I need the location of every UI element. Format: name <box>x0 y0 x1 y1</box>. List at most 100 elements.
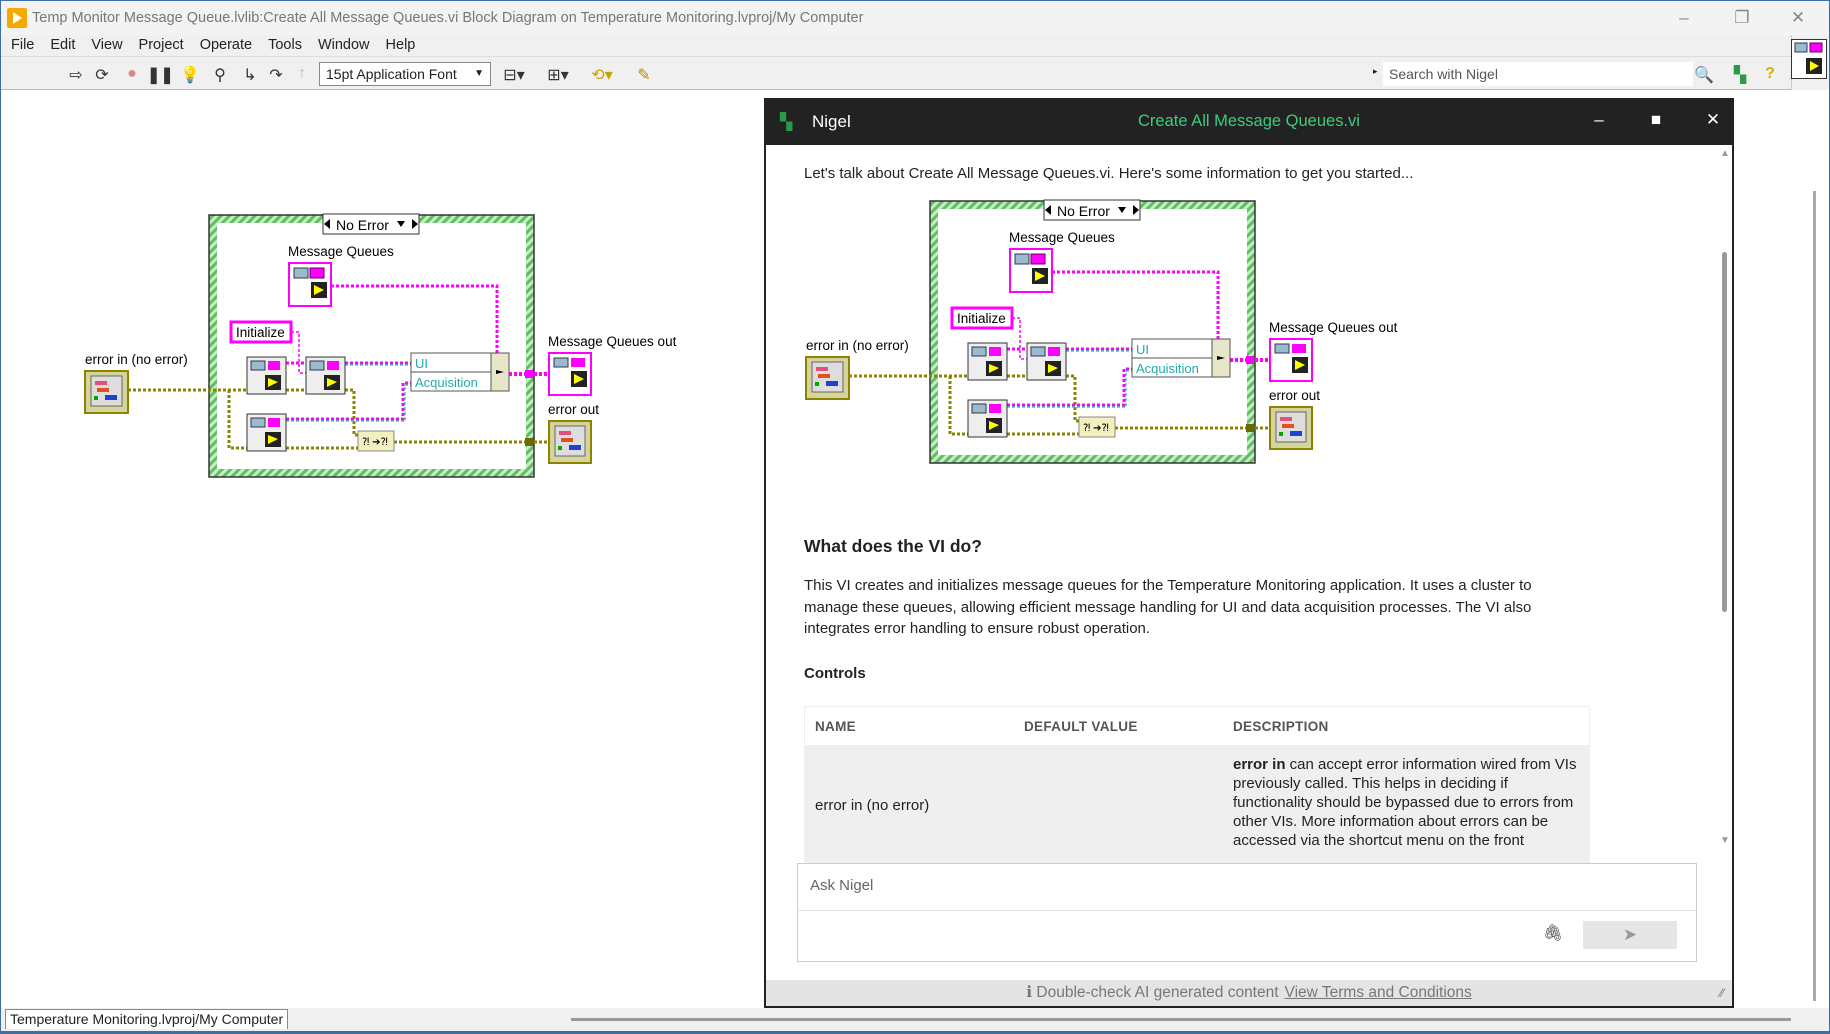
control-description-text: can accept error information wired from … <box>1233 756 1577 849</box>
bundle-acquisition-label: Acquisition <box>415 375 478 390</box>
run-icon[interactable]: ⇨ <box>69 67 83 84</box>
table-row: error in (no error) error in can accept … <box>805 745 1589 865</box>
vertical-scrollbar[interactable] <box>1813 191 1816 1001</box>
abort-icon[interactable]: ● <box>127 65 137 82</box>
clean-up-diagram-icon[interactable]: ✎ <box>637 67 651 84</box>
obtain-queue-node-ui[interactable] <box>967 342 1008 381</box>
highlight-execution-icon[interactable]: 💡 <box>180 67 200 84</box>
scroll-down-icon[interactable]: ▼ <box>1720 835 1730 846</box>
menu-operate[interactable]: Operate <box>199 37 253 53</box>
column-header-default: DEFAULT VALUE <box>1024 718 1138 734</box>
menu-help[interactable]: Help <box>385 37 416 53</box>
attach-icon[interactable]: 🖇 <box>1543 925 1564 942</box>
toolbar: ⇨ ⟳ ● ❚❚ 💡 ⚲ ↳ ↷ ↑ 15pt Application Font… <box>1 56 1791 90</box>
menu-bar: File Edit View Project Operate Tools Win… <box>1 35 1791 56</box>
error-in-control[interactable] <box>805 356 850 400</box>
nigel-icon[interactable]: ▚ <box>1733 67 1747 84</box>
search-input[interactable]: Search with Nigel <box>1383 62 1693 86</box>
merge-errors-node[interactable]: ⁈ ➔⁈ <box>357 430 395 452</box>
menu-project[interactable]: Project <box>138 37 184 53</box>
nigel-close-button[interactable]: ✕ <box>1705 110 1721 129</box>
labview-app-icon <box>7 8 27 28</box>
menu-edit[interactable]: Edit <box>50 37 76 53</box>
obtain-queue-node-ui[interactable] <box>246 356 287 395</box>
section-heading: What does the VI do? <box>804 536 982 556</box>
horizontal-scrollbar[interactable] <box>571 1018 1791 1021</box>
run-continuously-icon[interactable]: ⟳ <box>95 67 109 84</box>
menu-view[interactable]: View <box>91 37 123 53</box>
initialize-constant[interactable]: Initialize <box>950 306 1014 330</box>
project-context[interactable]: Temperature Monitoring.lvproj/My Compute… <box>5 1009 289 1029</box>
nigel-name: Nigel <box>812 112 851 131</box>
window-title: Temp Monitor Message Queue.lvlib:Create … <box>32 10 864 26</box>
reorder-icon[interactable]: ⟲▾ <box>591 67 613 84</box>
nigel-scrollbar[interactable]: ▲ ▼ <box>1717 145 1731 953</box>
merge-errors-glyph: ⁈ ➔⁈ <box>362 437 388 448</box>
scroll-up-icon[interactable]: ▲ <box>1720 148 1730 159</box>
nigel-maximize-button[interactable]: ■ <box>1650 110 1662 129</box>
obtain-queue-node-acquisition[interactable] <box>246 413 287 452</box>
info-icon: ℹ <box>1026 984 1037 1001</box>
menu-file[interactable]: File <box>11 37 35 53</box>
obtain-queue-node-acquisition[interactable] <box>967 399 1008 438</box>
initialize-constant[interactable]: Initialize <box>229 320 293 344</box>
pause-icon[interactable]: ❚❚ <box>147 67 174 84</box>
case-structure[interactable] <box>929 200 1256 464</box>
search-expand-icon[interactable]: ▸ <box>1373 66 1378 76</box>
error-out-indicator[interactable] <box>1269 406 1313 450</box>
search-icon[interactable]: 🔍 <box>1694 67 1714 84</box>
close-button[interactable]: ✕ <box>1790 8 1806 27</box>
nigel-conversation[interactable]: Let's talk about Create All Message Queu… <box>766 145 1716 953</box>
scroll-thumb[interactable] <box>1722 252 1727 612</box>
retain-wire-values-icon[interactable]: ⚲ <box>214 67 226 84</box>
font-select[interactable]: 15pt Application Font▼ <box>319 62 491 86</box>
nigel-minimize-button[interactable]: – <box>1594 110 1604 129</box>
column-header-description: DESCRIPTION <box>1233 718 1329 734</box>
block-diagram: No Error Message Queues Initialize error… <box>84 213 677 478</box>
message-queues-out-label: Message Queues out <box>1269 320 1398 335</box>
tunnel <box>525 370 533 378</box>
step-into-icon[interactable]: ↳ <box>243 67 257 84</box>
error-out-indicator[interactable] <box>548 420 592 464</box>
nigel-vi-title: Create All Message Queues.vi <box>1138 112 1360 130</box>
enqueue-node[interactable] <box>1026 342 1067 381</box>
merge-errors-node[interactable]: ⁈ ➔⁈ <box>1078 416 1116 438</box>
message-queues-out-label: Message Queues out <box>548 334 677 349</box>
menu-tools[interactable]: Tools <box>268 37 302 53</box>
message-queues-constant[interactable] <box>288 262 332 307</box>
bundle-ui-label: UI <box>1136 342 1149 357</box>
tunnel <box>1246 424 1254 432</box>
resize-grip-icon[interactable]: ⁄⁄ <box>1719 986 1724 1000</box>
error-out-label: error out <box>1269 388 1320 403</box>
step-over-icon[interactable]: ↷ <box>269 67 283 84</box>
message-queues-out-indicator[interactable] <box>548 352 592 396</box>
intro-message: Let's talk about Create All Message Queu… <box>804 165 1414 182</box>
bundle-by-name-node[interactable]: UI Acquisition <box>1131 338 1231 378</box>
menu-window[interactable]: Window <box>317 37 370 53</box>
send-button[interactable]: ➤ <box>1583 921 1677 949</box>
bundle-by-name-node[interactable]: UI Acquisition <box>410 352 510 392</box>
message-queues-constant[interactable] <box>1009 248 1053 293</box>
description-paragraph: This VI creates and initializes message … <box>804 577 1532 637</box>
case-selector[interactable]: No Error <box>322 213 420 235</box>
step-out-icon[interactable]: ↑ <box>298 65 306 82</box>
bundle-acquisition-label: Acquisition <box>1136 361 1199 376</box>
nigel-panel: ▚ Create All Message Queues.vi Nigel – ■… <box>764 98 1734 1008</box>
ai-disclaimer: Double-check AI generated content <box>1036 984 1279 1001</box>
nigel-header: ▚ Create All Message Queues.vi Nigel – ■… <box>766 100 1732 145</box>
align-objects-icon[interactable]: ⊟▾ <box>503 67 525 84</box>
help-icon[interactable]: ? <box>1765 65 1775 82</box>
enqueue-node[interactable] <box>305 356 346 395</box>
message-queues-out-indicator[interactable] <box>1269 338 1313 382</box>
error-in-control[interactable] <box>84 370 129 414</box>
minimize-button[interactable]: – <box>1679 8 1689 27</box>
vi-icon[interactable] <box>1791 39 1827 79</box>
table-header: NAME DEFAULT VALUE DESCRIPTION <box>805 707 1589 745</box>
ask-nigel-input[interactable]: Ask Nigel <box>798 864 1696 911</box>
restore-button[interactable]: ❐ <box>1734 8 1750 27</box>
case-selector[interactable]: No Error <box>1043 199 1141 221</box>
distribute-objects-icon[interactable]: ⊞▾ <box>547 67 569 84</box>
terms-link[interactable]: View Terms and Conditions <box>1284 984 1472 1001</box>
case-selector-label: No Error <box>1057 203 1110 219</box>
error-out-label: error out <box>548 402 599 417</box>
